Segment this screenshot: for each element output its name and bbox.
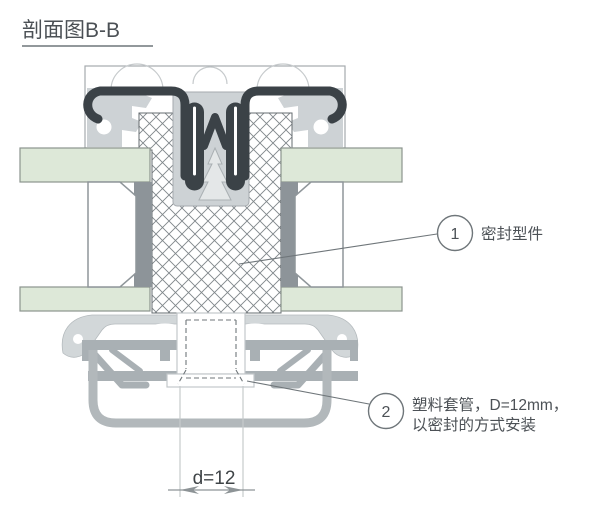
callout-2-number: 2 [382, 404, 391, 421]
cap-arc-right [256, 63, 310, 91]
glass-pane-left-top [19, 147, 151, 183]
callout-1-number: 1 [451, 226, 460, 243]
dim-arrow-right [224, 486, 243, 494]
cap-right-section [278, 88, 343, 147]
callout-2-label-line1: 塑料套管，D=12mm， [412, 396, 568, 414]
cap-arc-center [192, 66, 228, 85]
glazing [19, 147, 403, 312]
glass-pane-left-bottom [19, 286, 151, 312]
callout-2: 2 塑料套管，D=12mm， 以密封的方式安装 [246, 380, 568, 434]
glass-pane-right-bottom [280, 286, 403, 312]
spacer-right [294, 181, 344, 288]
callout-2-balloon [367, 392, 405, 430]
mullion-u-channel [88, 350, 332, 428]
dimension-label: d=12 [193, 468, 236, 489]
callout-1-balloon [436, 214, 474, 252]
gasket-right-band [240, 86, 347, 181]
gasket-center-peak [200, 113, 230, 150]
gasket-left-band [83, 86, 190, 181]
callout-2-label-line2: 以密封的方式安装 [412, 416, 536, 434]
plastic-sleeve [166, 312, 255, 388]
cap-screw-hole-right [313, 119, 329, 135]
cap-arc-left [110, 63, 164, 91]
spacer-left [87, 181, 137, 288]
callout-1: 1 密封型件 [238, 214, 543, 265]
flange-cutout [102, 325, 134, 341]
edge-seal-right [281, 182, 298, 287]
leader-line-2 [246, 380, 370, 405]
gasket-slits [193, 106, 237, 176]
mullion-hook-right [270, 351, 329, 389]
sleeve-collar [166, 373, 255, 388]
sleeve-hidden-lines [177, 319, 245, 385]
edge-seal-left [134, 182, 152, 287]
section-title: 剖面图B-B [22, 19, 120, 42]
cap-screw-hole-left [96, 119, 112, 135]
flange-cutout [73, 334, 83, 344]
flange-cutout [286, 325, 318, 341]
callout-1-label: 密封型件 [481, 225, 543, 243]
glass-pane-right-top [280, 147, 403, 183]
fir-tree-anchor [198, 146, 232, 201]
flange-cutout [145, 323, 185, 339]
dim-arrow-left [180, 486, 199, 494]
dimension: d=12 [168, 386, 255, 497]
mullion-hook-left [91, 351, 150, 389]
leader-line-1 [238, 233, 438, 265]
